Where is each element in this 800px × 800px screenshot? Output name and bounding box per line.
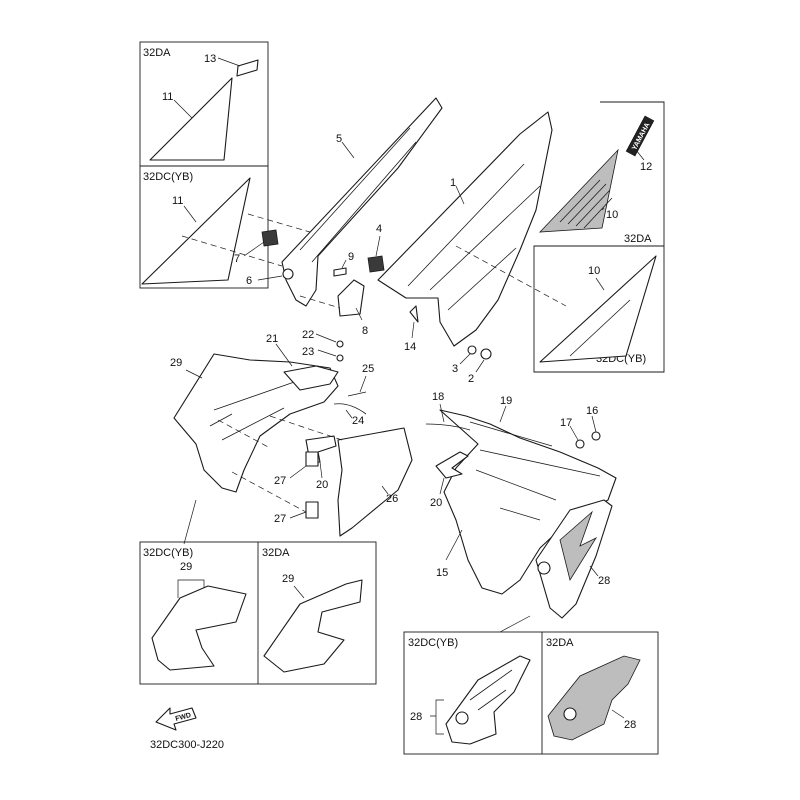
callout-20a: 20 [316,479,328,491]
bracket-8 [337,279,365,317]
decal-28-graphic [559,510,598,582]
side-cover-assembly: 5 7 6 9 8 4 1 14 3 2 [181,97,567,385]
nut-23 [336,354,344,362]
decal-10-da-shape [539,148,619,233]
callout-23: 23 [302,346,314,358]
inset-box-decal-28: 32DC(YB) 32DA 28 28 [403,615,659,755]
callout-5: 5 [336,133,342,145]
front-cowl-29 [173,353,339,493]
callout-29b: 29 [180,561,192,573]
clip-7 [261,229,279,247]
bolt-16 [591,431,601,441]
callout-20b: 20 [430,497,442,509]
decal-11-da-shape [149,77,233,161]
callout-2: 2 [468,373,474,385]
panel-26 [337,427,413,537]
screw-6 [282,268,294,280]
decal-28-dc-shape [445,655,531,745]
callout-11a: 11 [162,91,173,103]
inset-label-32da-cowl: 32DA [262,547,290,559]
inset-box-cowl-29: 32DC(YB) 32DA 29 29 [139,541,377,685]
callout-28a: 28 [598,575,610,587]
inset-label-32da-right: 32DA [624,233,652,245]
callout-28c: 28 [624,719,636,731]
bolt-2 [480,348,492,360]
callout-16: 16 [586,405,598,417]
inset-label-32dc-yb-decal: 32DC(YB) [408,637,458,649]
fwd-label: FWD [175,712,192,723]
part-14 [409,305,419,323]
trim-19 [469,421,553,447]
callout-19: 19 [500,395,512,407]
pad-27b [305,501,319,519]
pad-27a [305,451,319,467]
callout-13: 13 [204,53,216,65]
callout-22: 22 [302,329,314,341]
callout-14: 14 [404,341,416,353]
callout-17: 17 [560,417,572,429]
callout-10a: 10 [606,209,618,221]
tuning-fork-logo-da [563,707,577,721]
callout-8: 8 [362,325,368,337]
callout-21: 21 [266,333,278,345]
clip-4 [367,255,385,273]
side-cover-15 [439,409,617,595]
callout-25: 25 [362,363,374,375]
callout-29c: 29 [282,573,294,585]
diagram-code: 32DC300-J220 [150,739,224,751]
callout-24: 24 [352,415,364,427]
callout-26: 26 [386,493,398,505]
callout-27a: 27 [274,475,286,487]
inset-label-32dc-yb-cowl: 32DC(YB) [143,547,193,559]
callout-28b: 28 [410,711,422,723]
inset-label-32da: 32DA [143,47,171,59]
callout-10b: 10 [588,265,600,277]
screw-22 [336,340,344,348]
front-cowl-assembly: 29 21 22 23 25 24 20 27 27 26 [170,329,413,545]
duct-21 [283,365,339,391]
right-cover-assembly: 15 18 19 16 17 20 28 [425,391,617,619]
callout-3: 3 [452,363,458,375]
trim-25 [347,391,367,397]
callout-1: 1 [450,177,456,189]
inset-label-32dc-yb: 32DC(YB) [143,171,193,183]
cowl-29-dc-shape [151,585,247,671]
inset-box-decal-11: 32DA 32DC(YB) 13 11 11 [139,41,269,289]
strap-24 [333,403,367,415]
decal-10-dc-shape [539,255,657,363]
washer-3 [467,345,477,355]
callout-29a: 29 [170,357,182,369]
strap-18 [425,423,471,431]
decal-13-shape [236,59,259,77]
side-cover-5 [281,97,443,307]
bracket-20b [435,451,469,479]
inset-box-decal-10: 32DA 32DC(YB) YAMAHA 12 10 10 [533,101,665,373]
washer-17 [575,439,585,449]
callout-18: 18 [432,391,444,403]
callout-27b: 27 [274,513,286,525]
callout-15: 15 [436,567,448,579]
fwd-arrow: FWD [155,707,197,731]
bolt-9 [333,267,347,277]
side-cover-1 [377,111,553,347]
inset-label-32da-decal: 32DA [546,637,574,649]
cowl-29-da-shape [263,579,363,673]
callout-11b: 11 [172,195,183,207]
callout-12: 12 [640,161,652,173]
callout-4: 4 [376,223,382,235]
yamaha-emblem: YAMAHA [625,115,655,157]
decal-11-dc-shape [141,177,251,285]
tuning-fork-logo-dc [455,711,469,725]
callout-9: 9 [348,251,354,263]
callout-6: 6 [246,275,252,287]
tuning-fork-logo [537,561,551,575]
callout-7: 7 [234,253,240,265]
